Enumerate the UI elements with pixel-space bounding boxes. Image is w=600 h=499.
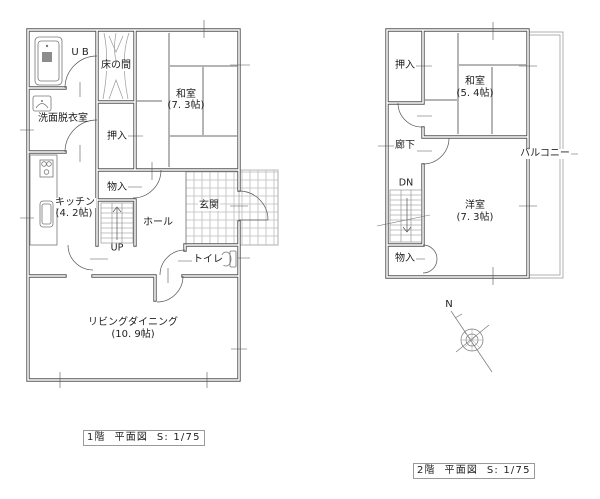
kitchen-sink-icon — [39, 200, 54, 228]
room-label-toilet: トイレ — [192, 254, 224, 265]
leader-ticks-1f — [20, 20, 250, 388]
room-size-kitchen: (4. 2帖) — [55, 208, 93, 219]
room-label-washitsu-2f: 和室 — [465, 76, 485, 87]
room-label-tokonoma: 床の間 — [100, 60, 132, 71]
washbasin-icon — [32, 95, 52, 112]
room-label-rouka: 廊下 — [394, 140, 416, 151]
stair-up-label: UP — [110, 242, 124, 254]
windows-2f — [427, 29, 529, 278]
door-ub — [64, 55, 98, 89]
floor2-caption: 2階 平面図 S: 1/75 — [413, 463, 535, 479]
door-toilet — [159, 249, 186, 276]
floor1-caption: 1階 平面図 S: 1/75 — [83, 430, 205, 446]
room-label-ldk: リビングダイニング — [88, 317, 178, 328]
compass-north-label: N — [445, 299, 453, 310]
tatami-lines-2f — [425, 33, 526, 134]
door-youshitsu — [422, 137, 450, 165]
door-kitchen-ldk — [67, 244, 94, 271]
door-senmen — [64, 119, 98, 153]
room-label-washitsu-1f: 和室 — [176, 89, 196, 100]
door-genkan — [238, 190, 269, 221]
staircase-1f — [100, 202, 134, 244]
room-label-senmen: 洗面脱衣室 — [38, 113, 88, 124]
room-label-ub: U B — [71, 47, 89, 58]
door-swings-2f — [397, 102, 450, 274]
door-washitsu-2f — [397, 102, 423, 128]
stair-up-arrow — [112, 206, 122, 240]
room-label-balcony: バルコニー — [519, 148, 571, 159]
room-label-genkan: 玄関 — [198, 200, 220, 211]
door-monoire-2f — [422, 244, 438, 274]
room-label-youshitsu: 洋室 — [465, 200, 485, 211]
room-size-youshitsu: (7. 3帖) — [456, 212, 494, 223]
door-monoire — [132, 169, 162, 199]
compass-icon — [450, 310, 493, 373]
stove-icon — [39, 159, 54, 178]
door-hall-ldk — [156, 275, 184, 303]
room-size-washitsu-2f: (5. 4帖) — [456, 88, 494, 99]
room-label-monoire-1f: 物入 — [106, 182, 128, 193]
door-swings-1f — [64, 55, 269, 303]
room-label-kitchen: キッチン — [54, 197, 96, 208]
stair-down-label: DN — [397, 177, 415, 189]
room-label-oshiire-2f: 押入 — [394, 60, 416, 71]
stair-break-line — [376, 214, 431, 227]
floor1-plan — [20, 20, 279, 388]
bathtub-icon — [34, 36, 63, 86]
room-size-washitsu-1f: (7. 3帖) — [167, 100, 205, 111]
kitchen-counter — [29, 154, 58, 246]
tatami-lines-1f — [137, 33, 237, 167]
room-size-ldk: (10. 9帖) — [111, 329, 155, 340]
leader-ticks-2f — [378, 22, 578, 285]
staircase-2f — [376, 189, 431, 243]
room-label-oshiire-1f: 押入 — [106, 131, 128, 142]
stair-down-arrow — [402, 198, 412, 233]
room-label-hall: ホール — [143, 217, 173, 228]
room-label-monoire-2f: 物入 — [394, 253, 416, 264]
